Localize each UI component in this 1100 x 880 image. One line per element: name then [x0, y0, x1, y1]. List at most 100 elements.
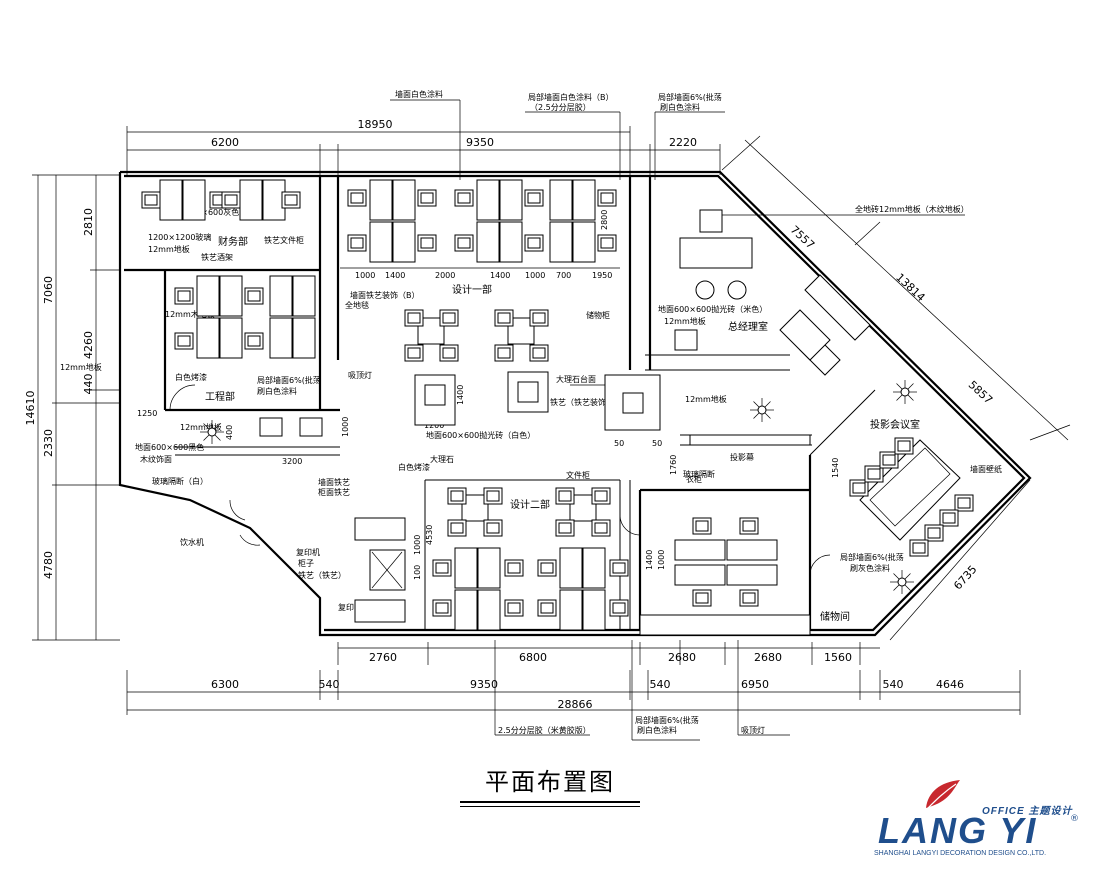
sofa	[354, 599, 406, 623]
svg-text:1000: 1000	[413, 535, 422, 555]
dim-bottom-c: 9350	[470, 678, 498, 691]
desk	[476, 221, 500, 263]
chair-seat	[594, 490, 608, 502]
svg-text:铁艺文件柜: 铁艺文件柜	[264, 235, 304, 245]
chair-seat	[350, 237, 364, 249]
dim-left-a: 7060	[42, 276, 55, 304]
note-wall-white: 墙面白色涂料	[395, 89, 443, 99]
desk	[726, 564, 778, 586]
dim-top-left: 6200	[211, 136, 239, 149]
svg-text:投影幕: 投影幕	[730, 452, 754, 462]
svg-text:700: 700	[556, 271, 571, 280]
svg-text:刷白色涂料: 刷白色涂料	[257, 386, 297, 396]
desk	[182, 179, 206, 221]
chair-seat	[852, 482, 866, 494]
svg-text:12mm地板: 12mm地板	[148, 244, 190, 254]
chair-seat	[497, 347, 511, 359]
desk	[454, 547, 478, 589]
svg-text:3200: 3200	[282, 457, 302, 466]
chair-seat	[927, 527, 941, 539]
svg-text:铁艺（铁艺装饰）: 铁艺（铁艺装饰）	[550, 397, 614, 407]
pillar-inner	[517, 381, 539, 403]
room-copy: 复印区	[338, 602, 362, 612]
dim-top-total: 18950	[358, 118, 393, 131]
desk	[292, 317, 316, 359]
cross-line	[371, 551, 403, 589]
dim-bottom-r1-d: 2680	[754, 651, 782, 664]
desk	[292, 275, 316, 317]
svg-text:墙面壁纸: 墙面壁纸	[970, 464, 1002, 474]
svg-text:铁艺（铁艺）: 铁艺（铁艺）	[298, 570, 346, 580]
chair-seat	[457, 192, 471, 204]
desk	[477, 547, 501, 589]
svg-text:文件柜: 文件柜	[566, 470, 590, 480]
svg-text:12mm地板: 12mm地板	[685, 394, 727, 404]
dim-bottom-total: 28866	[558, 698, 593, 711]
chair-seat	[527, 192, 541, 204]
chair	[259, 417, 283, 437]
chair-seat	[558, 490, 572, 502]
chair-seat	[612, 562, 626, 574]
pillar-inner	[622, 392, 644, 414]
dim-top-mid: 9350	[466, 136, 494, 149]
chair-seat	[507, 562, 521, 574]
dim-bottom-f: 540	[883, 678, 904, 691]
desk	[559, 547, 583, 589]
chair-seat	[600, 192, 614, 204]
dim-diag-b: 13814	[893, 271, 927, 304]
svg-text:100: 100	[413, 565, 422, 580]
svg-text:玻璃隔断（白）: 玻璃隔断（白）	[152, 476, 208, 486]
desk	[674, 564, 726, 586]
chair-seat	[532, 312, 546, 324]
svg-text:木纹饰面: 木纹饰面	[140, 454, 172, 464]
chair-seat	[558, 522, 572, 534]
dim-left-f: 4780	[42, 551, 55, 579]
bottom-dimensions: 2760 6800 2680 2680 1560 6300 540 9350 5…	[126, 642, 1021, 715]
plant-icon	[900, 387, 910, 397]
plant-icon	[757, 405, 767, 415]
svg-text:刷白色涂料: 刷白色涂料	[637, 725, 677, 735]
title-underline	[460, 801, 640, 803]
desk	[549, 179, 573, 221]
svg-text:2000: 2000	[435, 271, 455, 280]
chair-seat	[532, 347, 546, 359]
desk	[499, 179, 523, 221]
desk	[549, 221, 573, 263]
desk	[572, 221, 596, 263]
svg-text:1000: 1000	[355, 271, 375, 280]
logo-office-text: OFFICE 主题设计	[982, 806, 1073, 817]
meeting-table-inner	[869, 447, 951, 527]
meeting-table	[859, 439, 961, 541]
svg-text:储物柜: 储物柜	[586, 310, 610, 320]
desk	[476, 179, 500, 221]
door-arc	[619, 514, 641, 536]
svg-text:4530: 4530	[425, 525, 434, 545]
svg-text:铁艺酒架: 铁艺酒架	[201, 252, 233, 262]
svg-text:白色烤漆: 白色烤漆	[398, 462, 430, 472]
desk	[477, 589, 501, 631]
dim-bottom-r1-b: 6800	[519, 651, 547, 664]
svg-text:1000: 1000	[525, 271, 545, 280]
dim-diag-d: 6735	[951, 563, 979, 593]
svg-text:刷白色涂料: 刷白色涂料	[660, 102, 700, 112]
svg-text:1400: 1400	[645, 550, 654, 570]
dim-diag-c: 5857	[966, 378, 995, 407]
plant-icon	[897, 577, 907, 587]
chair	[299, 417, 323, 437]
chair-seat	[867, 468, 881, 480]
svg-text:全地毯: 全地毯	[345, 300, 369, 310]
desk	[196, 317, 220, 359]
chair-seat	[540, 562, 554, 574]
dim-diag-a: 7557	[788, 223, 817, 252]
cabinet-row	[639, 614, 811, 636]
svg-text:400: 400	[225, 425, 234, 440]
svg-text:1200×1200玻璃: 1200×1200玻璃	[148, 232, 211, 242]
chair-seat	[882, 454, 896, 466]
chair-seat	[594, 522, 608, 534]
desk	[239, 179, 263, 221]
chair-seat	[600, 237, 614, 249]
svg-text:地面600×600抛光砖（白色）: 地面600×600抛光砖（白色）	[426, 430, 535, 440]
leaf-logo-icon	[926, 780, 960, 809]
svg-text:12mm地板: 12mm地板	[60, 362, 102, 372]
desk	[219, 317, 243, 359]
